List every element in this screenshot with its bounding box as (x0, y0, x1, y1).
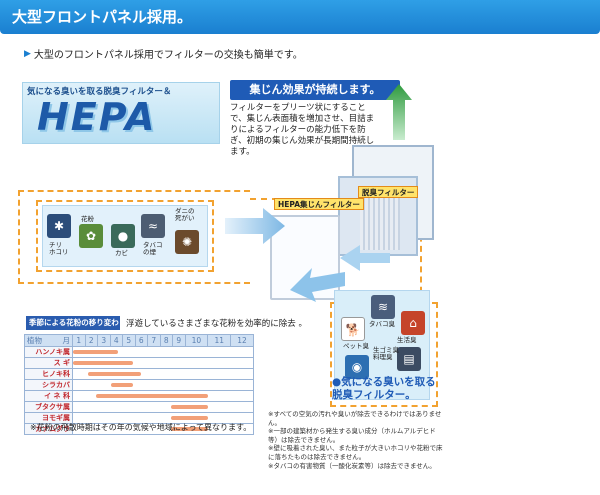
pleated-filter-image (360, 195, 400, 250)
plant-name: イ ネ 科 (24, 390, 73, 402)
deodor-filter-icon: ◉ (345, 355, 369, 379)
footnotes: ※すべての空気の汚れや臭いが除去できるわけではありません。※一部の建築材から発生… (268, 410, 443, 470)
month-header: 7 (147, 334, 161, 347)
plant-name: シラカバ (24, 379, 73, 391)
footnote: ※タバコの有害物質（一酸化炭素等）は除去できません。 (268, 461, 436, 470)
month-header: 8 (159, 334, 173, 347)
pollen-season-bar (110, 383, 133, 387)
blue-arrow-left-icon (225, 208, 285, 244)
pollen-season-bar (95, 394, 208, 398)
pollen-label: 花粉 (81, 215, 94, 223)
month-header: 3 (97, 334, 111, 347)
pollen-bar-cell (72, 423, 254, 435)
pollen-icon: ✿ (79, 224, 103, 248)
tobacco-smoke-label: タバコ の煙 (143, 241, 163, 256)
pet-odor-label: ペット臭 (343, 342, 369, 350)
dust-pollen-icon-panel: ✱ チリ ホコリ ✿ 花粉 ● カビ ≈ タバコ の煙 ✺ ダニの 死がい (42, 205, 208, 267)
pollen-row: シラカバ (24, 379, 254, 391)
pollen-bar-cell (72, 379, 254, 391)
effect-description: フィルターをプリーツ状にすることで、集じん表面積を増加させ、目詰まりによるフィル… (230, 103, 375, 157)
footnote: ※壁に吸着された臭い、また粒子が大きいホコリや花粉で床に落ちたものは除去できませ… (268, 444, 443, 461)
plant-name: ハンノキ属 (24, 346, 73, 358)
pollen-note: ※花粉の飛散時期はその年の気候や地域によって異なります。 (30, 423, 252, 432)
tobacco-odor-label: タバコ臭 (369, 320, 395, 328)
pollen-bar-cell (72, 368, 254, 380)
odor-caption: ●気になる臭いを取る 脱臭フィルター。 (332, 376, 436, 401)
hepa-subtitle: 気になる臭いを取る脱臭フィルター＆ (27, 87, 172, 97)
pollen-row: カナムグラ (24, 423, 254, 435)
page-title: 大型フロントパネル採用。 (12, 8, 193, 26)
month-header: 9 (172, 334, 186, 347)
pollen-description: 浮遊しているさまざまな花粉を効率的に除去 。 (126, 319, 307, 329)
garbage-odor-icon: ▤ (397, 347, 421, 371)
plant-header: 植物月 (24, 334, 73, 347)
pollen-season-bar (170, 427, 208, 431)
pollen-season-bar (73, 350, 118, 354)
footnote: ※すべての空気の汚れや臭いが除去できるわけではありません。 (268, 410, 442, 427)
blue-arrow-right-icon (340, 245, 390, 271)
pollen-season-bar (73, 361, 133, 365)
pollen-row: ハンノキ属 (24, 346, 254, 358)
pollen-bar-cell (72, 346, 254, 358)
blue-arrow-lower-icon (290, 268, 345, 302)
pollen-season-bar (88, 372, 141, 376)
pollen-bar-cell (72, 390, 254, 402)
tobacco-odor-icon: ≋ (371, 295, 395, 319)
month-header: 1 (72, 334, 86, 347)
deodor-filter-label: 脱臭フィルター (358, 186, 419, 198)
month-header: 10 (184, 334, 209, 347)
mold-icon: ● (111, 224, 135, 248)
garbage-odor-label: 生ゴミ臭 料理臭 (373, 346, 399, 361)
connector-line (250, 198, 278, 200)
title-bar: 大型フロントパネル採用。 (0, 0, 600, 34)
dust-icon: ✱ (47, 214, 71, 238)
mold-label: カビ (115, 249, 128, 257)
bullet-arrow-icon: ▶ (24, 48, 31, 59)
mite-icon: ✺ (175, 230, 199, 254)
left-dashed-frame (18, 190, 250, 284)
effect-title: 集じん効果が持続します。 (230, 80, 400, 100)
hepa-filter-label: HEPA集じんフィルター (274, 198, 364, 210)
odor-icon-panel: ≋ タバコ臭 🐕 ペット臭 ⌂ 生活臭 ▤ 生ゴミ臭 料理臭 ◉ (334, 290, 430, 400)
plant-name: ヒノキ科 (24, 368, 73, 380)
month-header: 6 (134, 334, 148, 347)
hepa-logo-text: HEPA (37, 95, 157, 139)
pollen-row: ス ギ (24, 357, 254, 369)
dust-label: チリ ホコリ (49, 241, 69, 256)
right-dashed-connector (420, 205, 422, 303)
mite-label: ダニの 死がい (175, 207, 195, 222)
pollen-row: イ ネ 科 (24, 390, 254, 402)
green-up-arrow-icon (386, 84, 412, 140)
pollen-row: ブタクサ属 (24, 401, 254, 413)
pollen-section-title: 季節による花粉の移り変わり (26, 316, 120, 341)
pollen-season-bar (170, 416, 208, 420)
month-header: 2 (84, 334, 98, 347)
house-odor-label: 生活臭 (397, 336, 417, 344)
footnote: ※一部の建築材から発生する臭い成分（ホルムアルデヒド等）は除去できません。 (268, 427, 436, 444)
pollen-row: ヒノキ科 (24, 368, 254, 380)
hepa-badge: 気になる臭いを取る脱臭フィルター＆ HEPA (22, 82, 220, 144)
plant-name: ス ギ (24, 357, 73, 369)
month-header: 11 (207, 334, 232, 347)
intro-line: ▶ 大型のフロントパネル採用でフィルターの交換も簡単です。 (24, 46, 303, 62)
plant-name: ブタクサ属 (24, 401, 73, 413)
pollen-bar-cell (72, 357, 254, 369)
month-header: 5 (122, 334, 136, 347)
icon-dashed-frame (36, 200, 214, 272)
tobacco-smoke-icon: ≈ (141, 214, 165, 238)
month-header: 4 (109, 334, 123, 347)
intro-text: 大型のフロントパネル採用でフィルターの交換も簡単です。 (33, 50, 303, 61)
month-header: 12 (230, 334, 254, 347)
pollen-bar-cell (72, 401, 254, 413)
house-odor-icon: ⌂ (401, 311, 425, 335)
pollen-season-bar (170, 405, 208, 409)
pet-odor-icon: 🐕 (341, 317, 365, 341)
